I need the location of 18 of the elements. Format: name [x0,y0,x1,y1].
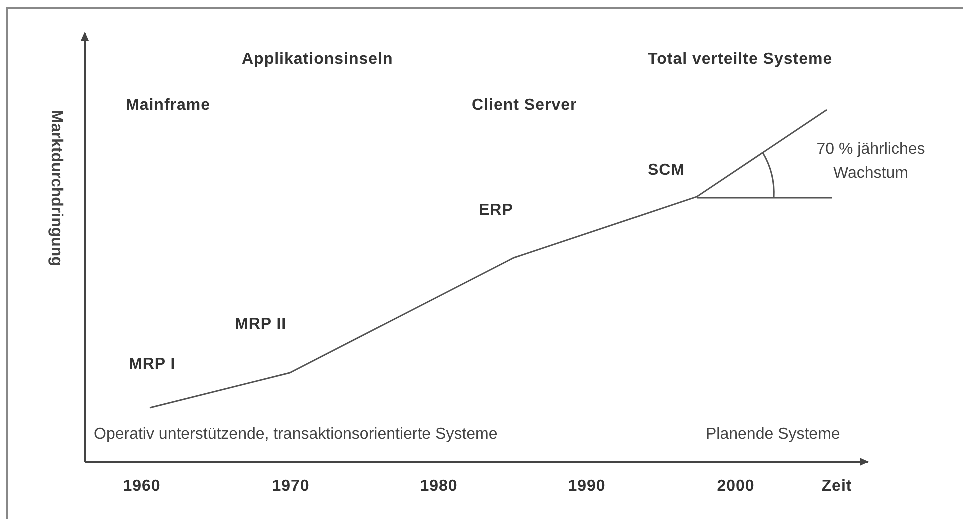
stage-label: Applikationsinseln [242,50,394,70]
stage-label: Mainframe [126,96,211,116]
year-label: 2000 [716,477,756,497]
year-label: 1980 [419,477,459,497]
category-label: Planende Systeme [706,425,840,445]
stage-label: Total verteilte Systeme [648,50,833,70]
year-label: Zeit [820,477,854,497]
stage-label: SCM [648,161,686,181]
stage-label: MRP I [129,355,176,375]
year-label: 1990 [567,477,607,497]
category-label: Operativ unterstützende, transaktionsorientierte Systeme [94,425,498,445]
year-label: 1970 [271,477,311,497]
stage-label: Client Server [472,96,578,116]
axis-title: Marktdurchdringung [47,110,66,266]
stage-label: ERP [479,201,514,221]
year-label: 1960 [122,477,162,497]
stage-label: MRP II [235,315,287,335]
angle-annotation: 70 % jährliches Wachstum [816,140,926,184]
